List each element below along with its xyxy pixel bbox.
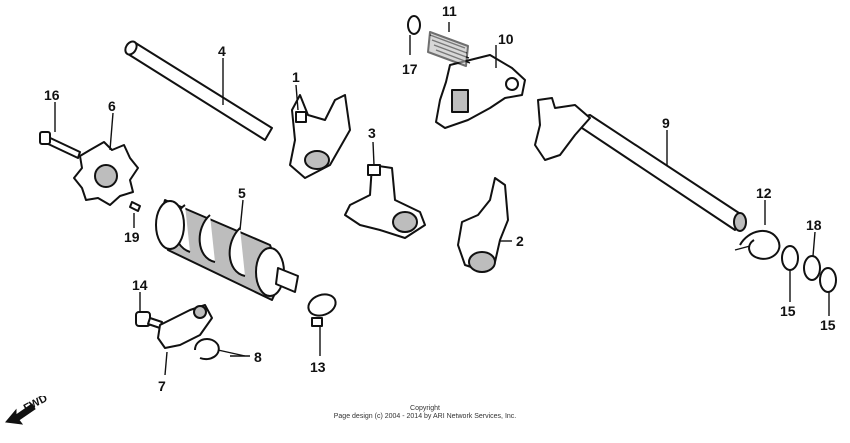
callout-2: 2 [516,233,524,249]
callout-13: 13 [310,359,326,375]
callout-15-a: 15 [780,303,796,319]
callout-10: 10 [498,31,514,47]
callout-18: 18 [806,217,822,233]
callout-6: 6 [108,98,116,114]
part-17-washer [407,15,421,35]
part-8-spring [194,338,246,361]
part-14-bolt [135,311,163,329]
part-13-collar [307,293,337,327]
part-19-pin [129,201,141,212]
part-6-star-plate [73,141,139,206]
callout-14: 14 [132,277,148,293]
part-3-shift-fork [344,164,426,239]
part-1-shift-fork [289,94,351,179]
callout-17: 17 [402,61,418,77]
callout-12: 12 [756,185,772,201]
part-9-gearshift-spindle [534,97,747,232]
part-15-washer-b [819,267,837,293]
part-18-clip [803,255,821,281]
callout-15-b: 15 [820,317,836,333]
copyright-line-2: Page design (c) 2004 - 2014 by ARI Netwo… [333,413,517,420]
part-4-shift-fork-shaft [124,40,273,141]
callout-4: 4 [218,43,226,59]
arrow-icon [5,403,36,425]
callout-19: 19 [124,229,140,245]
fwd-direction-marker: FWD [5,396,50,425]
part-2-shift-fork [457,177,509,273]
leader-lines [54,22,830,376]
part-10-plate [435,54,526,129]
callout-7: 7 [158,378,166,394]
callout-9: 9 [662,115,670,131]
copyright-notice: Copyright Page design (c) 2004 - 2014 by… [0,405,850,421]
part-16-bolt [39,131,81,159]
part-12-return-spring [734,230,781,260]
callout-1: 1 [292,69,300,85]
callout-11: 11 [442,3,457,19]
callout-5: 5 [238,185,246,201]
part-15-washer-a [781,245,799,271]
copyright-line-1: Copyright [410,405,440,412]
callout-16: 16 [44,87,60,103]
callout-3: 3 [368,125,376,141]
part-11-spring [427,31,471,67]
part-5-shift-drum [155,199,299,301]
callout-8: 8 [254,349,262,365]
part-7-stopper-arm [157,304,213,349]
